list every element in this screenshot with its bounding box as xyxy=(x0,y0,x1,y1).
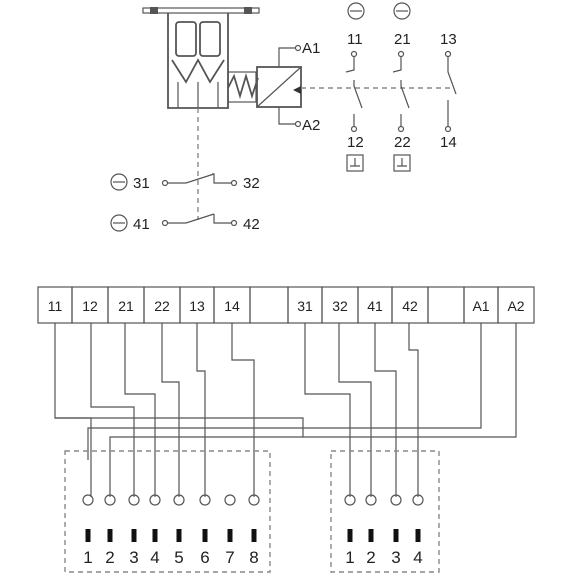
terminal-label: 42 xyxy=(402,298,418,314)
terminal-label: 13 xyxy=(189,298,205,314)
aux-32-label: 32 xyxy=(243,175,260,192)
wiring xyxy=(54,323,517,497)
pin-number: 6 xyxy=(200,548,209,567)
contact-21-label: 21 xyxy=(394,31,411,48)
terminal-label: 12 xyxy=(82,298,98,314)
pin-contact xyxy=(176,529,182,542)
aux-42-label: 42 xyxy=(243,216,260,233)
contact-14-label: 14 xyxy=(440,134,457,151)
lock-icon xyxy=(393,2,411,20)
lock-icon xyxy=(110,214,128,232)
pin-socket xyxy=(344,494,356,506)
coil-label-a1: A1 xyxy=(302,40,320,57)
pin-contact xyxy=(152,529,158,542)
pin-socket xyxy=(104,494,116,506)
terminal-label: 32 xyxy=(332,298,348,314)
pin-number: 1 xyxy=(83,548,92,567)
pin-contact xyxy=(368,529,374,542)
terminal-cell xyxy=(249,286,289,324)
terminal-label: 21 xyxy=(118,298,134,314)
pin-contact xyxy=(415,529,421,542)
pin-number: 4 xyxy=(413,548,422,567)
pin-socket xyxy=(224,494,236,506)
coil-label-a2: A2 xyxy=(302,117,320,134)
lock-icon xyxy=(347,2,365,20)
pin-number: 3 xyxy=(391,548,400,567)
pin-number: 2 xyxy=(105,548,114,567)
connector-4-pin-outline xyxy=(330,450,440,573)
aux-41-label: 41 xyxy=(133,216,150,233)
safety-switch-actuator xyxy=(142,7,450,220)
terminal-cell xyxy=(427,286,465,324)
pin-socket xyxy=(248,494,260,506)
pin-socket xyxy=(412,494,424,506)
contact-nc-21-22 xyxy=(392,50,410,133)
pin-socket xyxy=(365,494,377,506)
pin-contact xyxy=(107,529,113,542)
contact-11-label: 11 xyxy=(347,31,363,48)
contact-no-13-14 xyxy=(444,50,457,133)
terminal-label: 11 xyxy=(48,298,63,314)
contact-12-label: 12 xyxy=(347,134,364,151)
aux-31-label: 31 xyxy=(133,175,150,192)
terminal-label: 41 xyxy=(367,298,383,314)
terminal-label: 14 xyxy=(224,298,240,314)
contact-nc-11-12 xyxy=(345,50,363,133)
pin-contact xyxy=(347,529,353,542)
pin-socket xyxy=(82,494,94,506)
pin-socket xyxy=(390,494,402,506)
pin-contact xyxy=(202,529,208,542)
pin-socket xyxy=(128,494,140,506)
terminal-label: A2 xyxy=(507,298,524,314)
ground-icon xyxy=(346,154,364,172)
terminal-label: 31 xyxy=(297,298,313,314)
terminal-label: 22 xyxy=(154,298,170,314)
aux-contact-41-42 xyxy=(161,213,238,227)
pin-contact xyxy=(251,529,257,542)
pin-number: 8 xyxy=(249,548,258,567)
pin-number: 2 xyxy=(366,548,375,567)
lock-icon xyxy=(110,173,128,191)
pin-socket xyxy=(199,494,211,506)
pin-number: 7 xyxy=(225,548,234,567)
pin-number: 1 xyxy=(345,548,354,567)
pin-number: 4 xyxy=(150,548,159,567)
pin-number: 3 xyxy=(129,548,138,567)
ground-icon xyxy=(393,154,411,172)
connector-8-pin-outline xyxy=(64,450,271,573)
terminal-block: 11 12 21 22 13 14 31 32 41 42 A1 A2 xyxy=(37,286,535,324)
pin-socket xyxy=(173,494,185,506)
pin-number: 5 xyxy=(174,548,183,567)
pin-contact xyxy=(393,529,399,542)
contact-13-label: 13 xyxy=(440,31,457,48)
pin-socket xyxy=(149,494,161,506)
pin-contact xyxy=(227,529,233,542)
terminal-label: A1 xyxy=(472,298,489,314)
pin-contact xyxy=(85,529,91,542)
contact-22-label: 22 xyxy=(394,134,411,151)
aux-contact-31-32 xyxy=(161,173,238,187)
pin-contact xyxy=(131,529,137,542)
